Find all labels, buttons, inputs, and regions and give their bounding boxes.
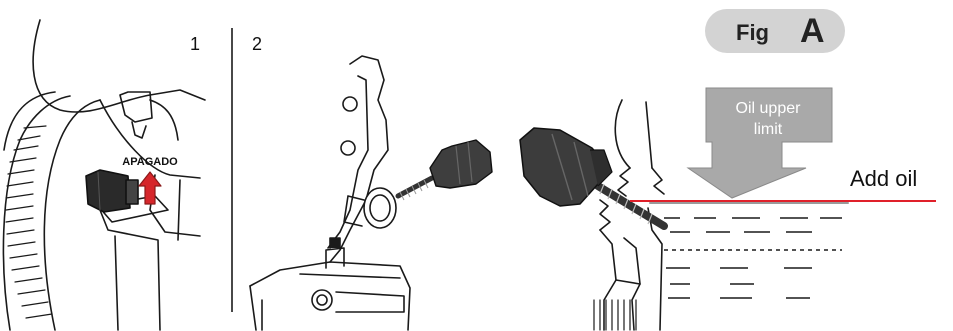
oil-level-dashes	[664, 218, 842, 298]
dipstick-icon	[398, 140, 492, 200]
inserted-dipstick-icon	[520, 128, 664, 226]
panel-1	[3, 20, 205, 330]
switch-label: APAGADO	[122, 156, 178, 168]
panel-2-number: 2	[252, 34, 262, 54]
figure-badge-letter: A	[800, 12, 825, 50]
arrow-label-line2: limit	[754, 121, 783, 138]
arrow-label-line1: Oil upper	[736, 100, 802, 117]
oil-filler-port-icon	[344, 188, 396, 228]
switch-knob-icon	[86, 170, 138, 212]
panel-1-number: 1	[190, 34, 200, 54]
panel-2	[250, 56, 410, 330]
figure-badge-prefix: Fig	[736, 20, 769, 45]
add-oil-label: Add oil	[850, 166, 917, 191]
